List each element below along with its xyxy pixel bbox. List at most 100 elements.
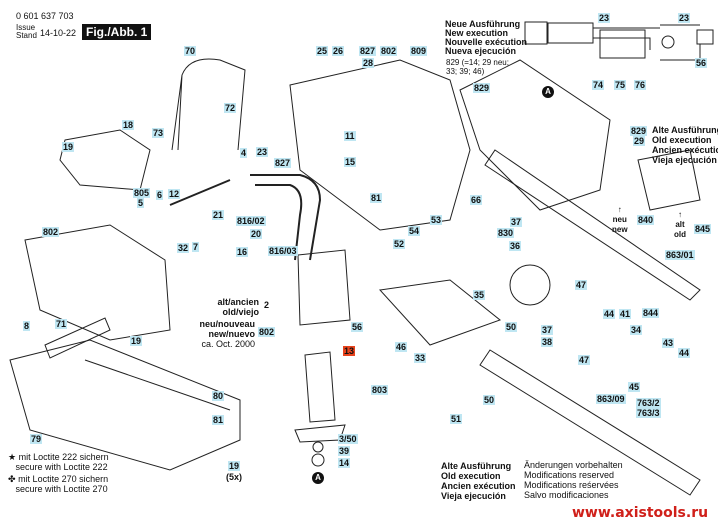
note-829: 829 (=14; 29 neu; 33; 39; 46)	[446, 58, 509, 76]
part-callout: 34	[630, 325, 643, 335]
part-callout: 79	[30, 434, 43, 444]
old-execution-bottom: Alte Ausführung Old execution Ancien exé…	[441, 461, 516, 501]
part-callout: 66	[470, 195, 483, 205]
issue-text: Issue	[16, 23, 36, 32]
alt-text: alt	[675, 220, 685, 229]
star-icon: ★	[8, 452, 17, 462]
part-callout: 863/01	[665, 250, 695, 260]
gear-housing-part	[459, 59, 611, 211]
part-callout: 18	[122, 120, 135, 130]
part-callout: 56	[351, 322, 364, 332]
part-callout: 23	[598, 13, 611, 23]
part-callout: 81	[212, 415, 225, 425]
watermark: www.axistools.ru	[572, 505, 709, 521]
part-callout: 71	[55, 319, 68, 329]
part-callout: 33	[414, 353, 427, 363]
legend-line: Neue Ausführung	[445, 19, 521, 29]
part-callout: 41	[619, 309, 632, 319]
legend-line: Old execution	[652, 135, 712, 145]
part-callout: 845	[694, 224, 712, 234]
legend-line: Alte Ausführung	[652, 125, 718, 135]
part-callout: 809	[410, 46, 428, 56]
part-callout: 50	[505, 322, 518, 332]
part-callout: 4	[240, 148, 248, 158]
stand-text: Stand	[16, 31, 37, 40]
field-coil-part	[297, 249, 351, 326]
legend-line: Vieja ejecución	[652, 155, 717, 165]
base-rail	[84, 359, 231, 411]
legend-line: Old execution	[441, 471, 501, 481]
electronics	[599, 29, 646, 59]
part-callout: 805	[133, 188, 151, 198]
part-callout: 73	[152, 128, 165, 138]
part-callout: 44	[603, 309, 616, 319]
part-callout: 51	[450, 414, 463, 424]
part-callout: 37	[510, 217, 523, 227]
part-callout: 35	[473, 290, 486, 300]
new-text: new	[612, 225, 628, 234]
motor-housing-part	[24, 224, 171, 341]
legend-line: Vieja ejecución	[441, 491, 506, 501]
part-callout: 43	[662, 338, 675, 348]
part-callout: 829	[630, 126, 648, 136]
marker-a-top: A	[542, 86, 554, 98]
part-callout: 75	[614, 80, 627, 90]
legend-line: Ancien exécution	[441, 481, 516, 491]
armature-part	[294, 351, 346, 443]
part-callout: (5x)	[226, 472, 243, 482]
part-callout: 23	[256, 147, 269, 157]
part-callout: 3/50	[338, 434, 358, 444]
part-callout: 21	[212, 210, 225, 220]
part-callout: 44	[678, 348, 691, 358]
bearing-part	[311, 453, 325, 467]
figure-label: Fig./Abb. 1	[82, 24, 152, 40]
note-line: Änderungen vorbehalten	[524, 460, 623, 470]
note-line: ca. Oct. 2000	[201, 339, 255, 349]
part-callout: 56	[695, 58, 708, 68]
switch	[547, 22, 594, 44]
part-callout: 28	[362, 58, 375, 68]
part-callout: 11	[344, 131, 356, 141]
part-callout: 50	[483, 395, 496, 405]
wire-harness	[169, 174, 322, 261]
legend-line: Nueva ejecución	[445, 46, 517, 56]
part-callout: 81	[370, 193, 383, 203]
part-callout: 29	[633, 136, 646, 146]
part-callout: 15	[344, 157, 357, 167]
part-callout: 74	[592, 80, 605, 90]
part-callout: 2	[264, 300, 270, 310]
base-plate-part	[378, 279, 502, 346]
part-callout: 19	[130, 336, 143, 346]
note-line: mit Loctite 270 sichern	[18, 474, 109, 484]
marker-a-bottom: A	[312, 472, 324, 484]
part-callout: 80	[212, 391, 225, 401]
note-line: neu/nouveau	[199, 319, 255, 329]
part-callout: 37	[541, 325, 554, 335]
part-callout: 14	[338, 458, 351, 468]
part-callout: 32	[177, 243, 190, 253]
part-callout: 52	[393, 239, 406, 249]
loctite-222-note: ★ mit Loctite 222 sichern secure with Lo…	[8, 452, 109, 472]
part-callout: 844	[642, 308, 660, 318]
note-line: Salvo modificaciones	[524, 490, 609, 500]
part-callout: 763/2	[636, 398, 661, 408]
part-callout: 46	[395, 342, 408, 352]
base-part	[9, 339, 241, 471]
issue-date: 14-10-22	[40, 28, 77, 38]
part-callout: 20	[250, 229, 263, 239]
left-cover-part	[59, 129, 151, 191]
note-line: Modifications reśervées	[524, 480, 619, 490]
part-callout: 803	[371, 385, 389, 395]
part-callout: 72	[224, 103, 237, 113]
blade-part	[484, 149, 701, 301]
part-callout: 7	[192, 242, 200, 252]
old-text: old	[674, 230, 686, 239]
note-line: new/nuevo	[208, 329, 255, 339]
part-callout: 25	[316, 46, 329, 56]
modifications-note: Änderungen vorbehalten Modifications res…	[524, 460, 623, 500]
